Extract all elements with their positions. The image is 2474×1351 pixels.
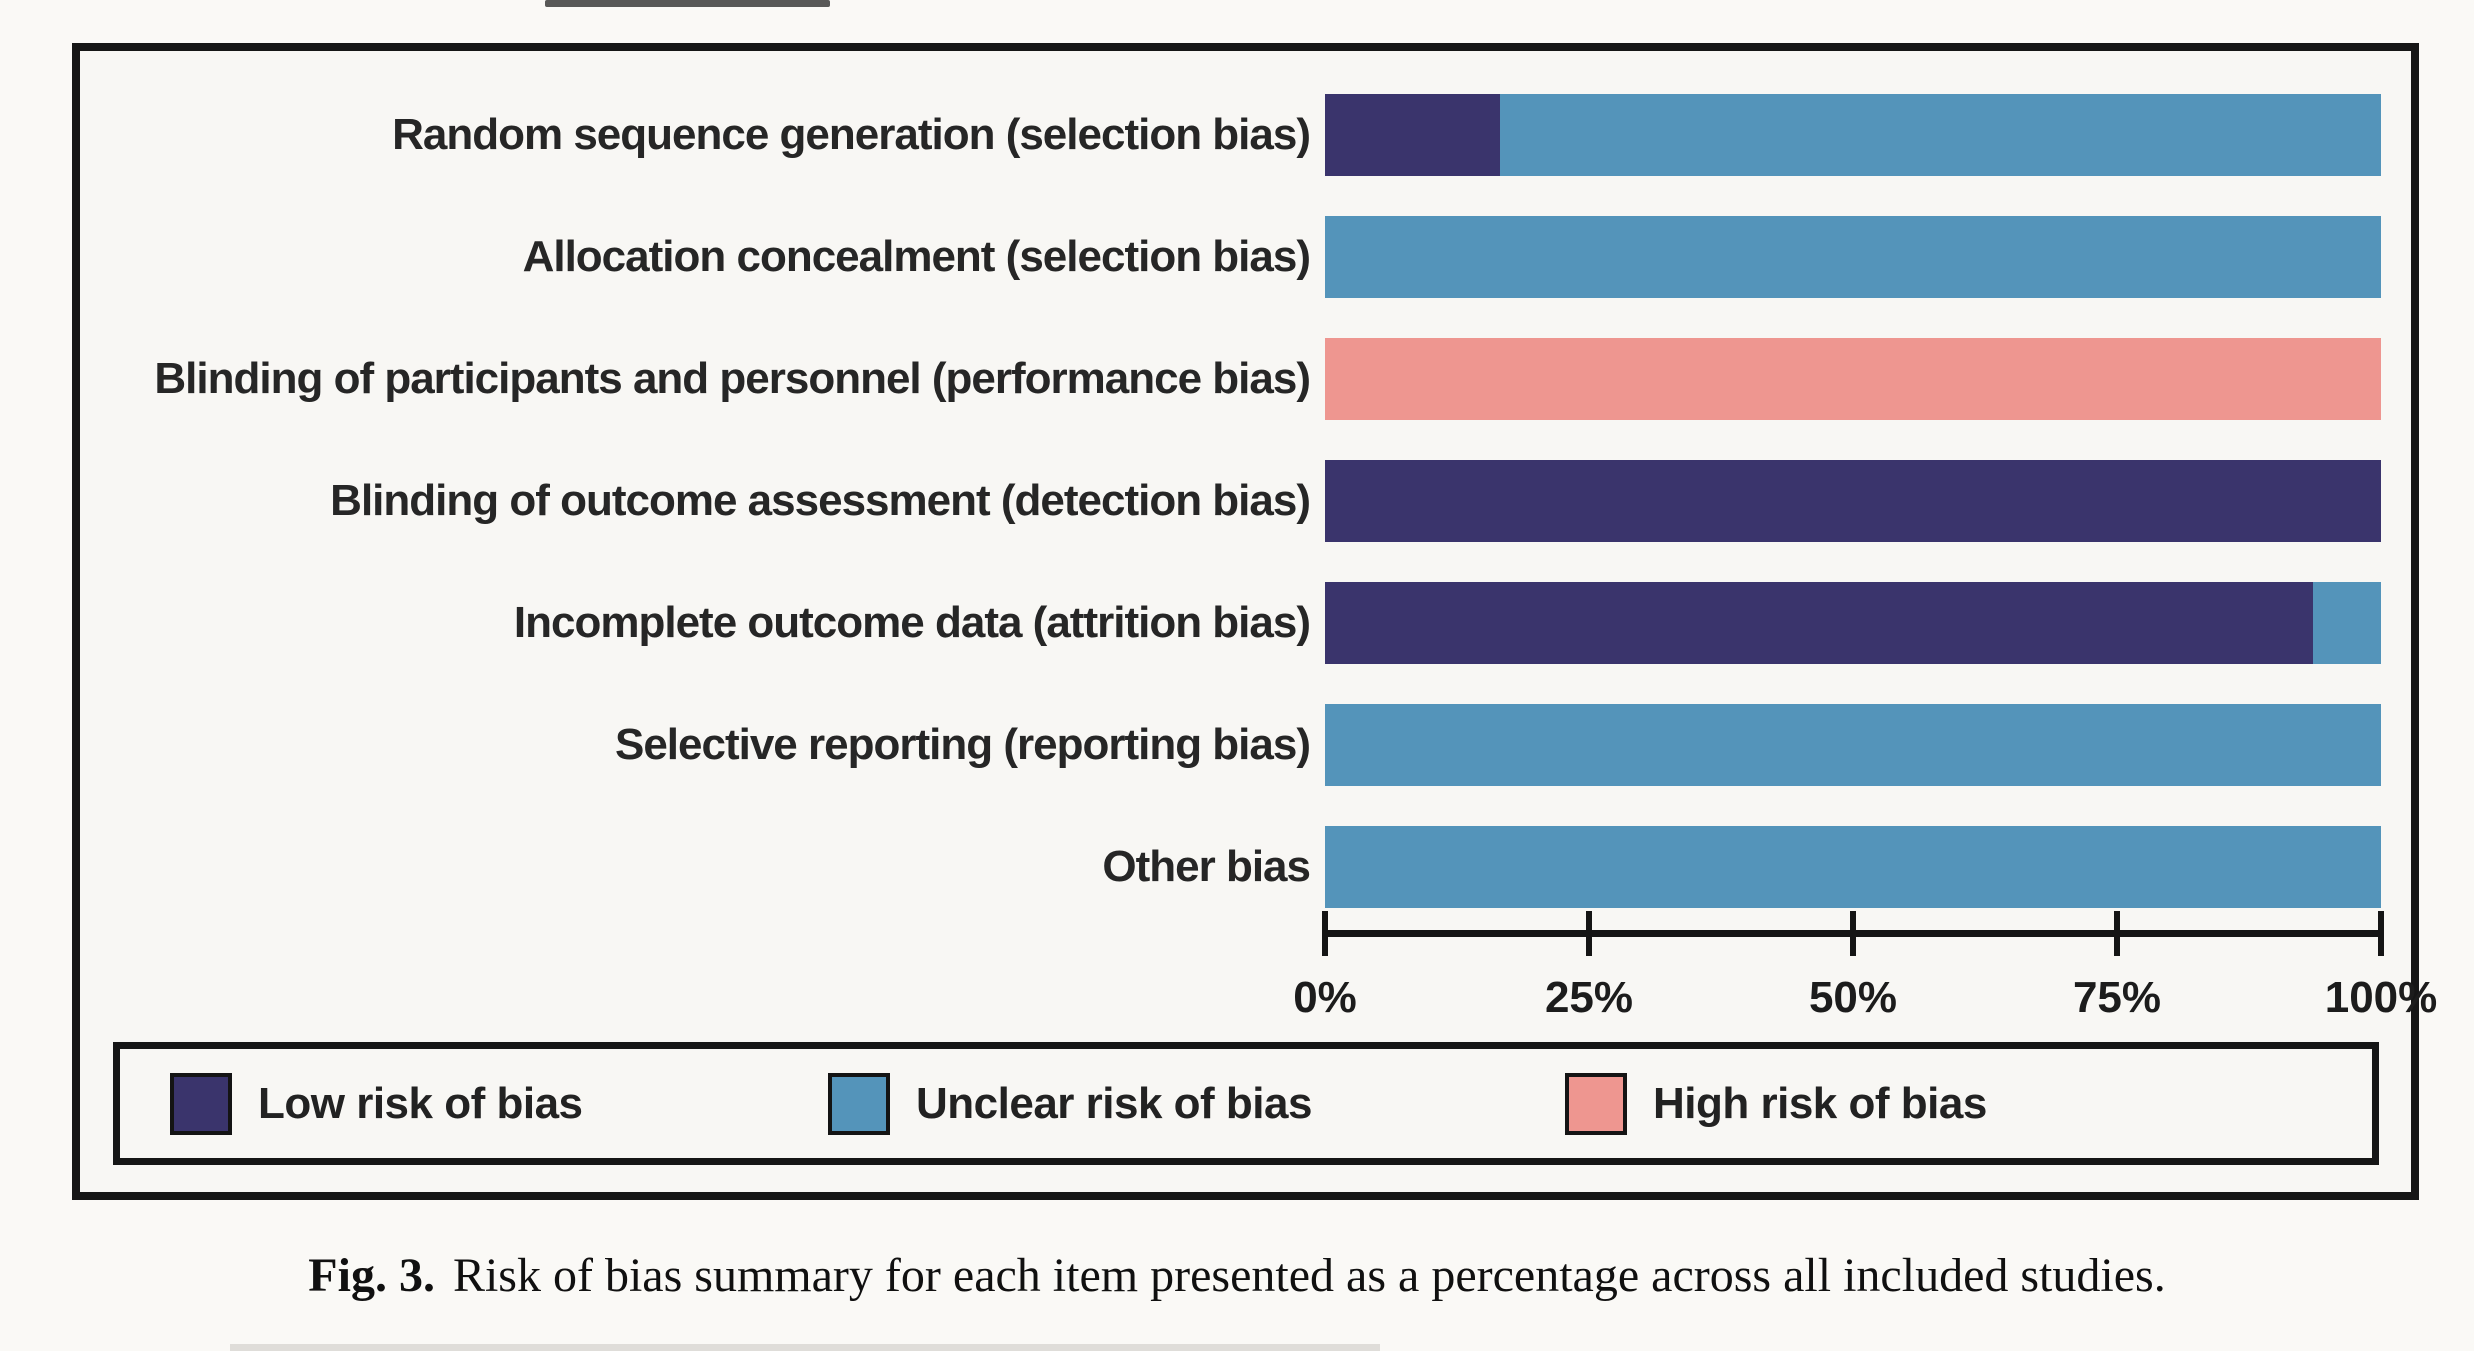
legend-label: Low risk of bias	[258, 1078, 583, 1128]
bar-segment-low	[1325, 582, 2314, 664]
tick-label: 50%	[1808, 973, 1898, 1022]
row-label: Blinding of outcome assessment (detectio…	[330, 476, 1311, 525]
axis-tick	[2114, 911, 2120, 956]
bar-segment-unclear	[1325, 216, 2381, 298]
figure-number: Fig. 3.	[308, 1249, 435, 1302]
tick-label: 0%	[1293, 973, 1357, 1022]
bar-row: Other bias	[80, 826, 2403, 908]
bar-row: Blinding of outcome assessment (detectio…	[80, 460, 2403, 542]
bar-segment-high	[1325, 338, 2381, 420]
caption-text: Risk of bias summary for each item prese…	[452, 1249, 2166, 1302]
legend-item: Low risk of bias	[170, 1049, 583, 1158]
tick-label: 100%	[2324, 973, 2438, 1022]
bar-row: Incomplete outcome data (attrition bias)	[80, 582, 2403, 664]
bar-segment-unclear	[2313, 582, 2381, 664]
bar-track	[1325, 704, 2381, 786]
bar-segment-unclear	[1325, 704, 2381, 786]
bar-segment-unclear	[1500, 94, 2381, 176]
bar-row: Blinding of participants and personnel (…	[80, 338, 2403, 420]
bar-track	[1325, 216, 2381, 298]
risk-of-bias-chart: Random sequence generation (selection bi…	[80, 51, 2411, 1192]
legend-swatch-high	[1565, 1072, 1627, 1135]
bar-row: Allocation concealment (selection bias)	[80, 216, 2403, 298]
scan-artifact	[545, 0, 830, 7]
scan-artifact	[230, 1344, 1380, 1351]
legend-swatch-low	[170, 1072, 232, 1135]
axis-tick	[1586, 911, 1592, 956]
row-label: Incomplete outcome data (attrition bias)	[513, 598, 1311, 647]
legend-label: High risk of bias	[1653, 1078, 1987, 1128]
bar-segment-low	[1325, 460, 2381, 542]
figure-caption: Fig. 3. Risk of bias summary for each ite…	[0, 1248, 2474, 1303]
row-label: Allocation concealment (selection bias)	[522, 232, 1311, 281]
legend-item: High risk of bias	[1565, 1049, 1987, 1158]
row-label: Other bias	[1102, 842, 1311, 891]
bar-track	[1325, 94, 2381, 176]
row-label: Selective reporting (reporting bias)	[614, 720, 1311, 769]
legend-label: Unclear risk of bias	[916, 1078, 1312, 1128]
bar-track	[1325, 826, 2381, 908]
legend-box: Low risk of bias Unclear risk of bias High…	[113, 1042, 2379, 1165]
tick-label: 75%	[2072, 973, 2162, 1022]
legend-item: Unclear risk of bias	[828, 1049, 1312, 1158]
axis-tick	[1850, 911, 1856, 956]
row-label: Random sequence generation (selection bi…	[392, 110, 1311, 159]
figure-border-box: Random sequence generation (selection bi…	[72, 43, 2437, 1200]
bar-segment-unclear	[1325, 826, 2381, 908]
axis-tick	[2378, 911, 2384, 956]
bar-track	[1325, 582, 2381, 664]
bar-track	[1325, 460, 2381, 542]
bar-row: Random sequence generation (selection bi…	[80, 94, 2403, 176]
bar-segment-low	[1325, 94, 1501, 176]
axis-tick	[1322, 911, 1328, 956]
legend-swatch-unclear	[828, 1072, 890, 1135]
bar-track	[1325, 338, 2381, 420]
row-label: Blinding of participants and personnel (…	[154, 354, 1311, 403]
tick-label: 25%	[1544, 973, 1634, 1022]
bar-row: Selective reporting (reporting bias)	[80, 704, 2403, 786]
